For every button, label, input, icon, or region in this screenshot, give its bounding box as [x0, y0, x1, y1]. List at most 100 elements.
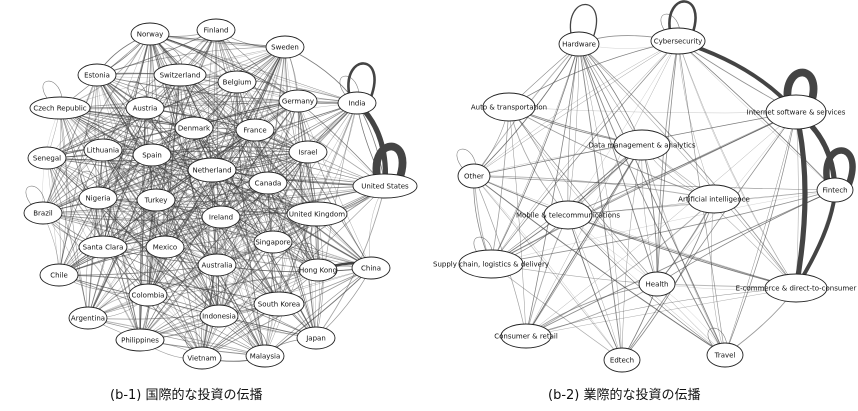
edge [59, 107, 104, 248]
node-label: Indonesia [202, 313, 236, 321]
edge [58, 154, 153, 276]
edge [724, 111, 797, 356]
heavy-edge [823, 147, 856, 188]
node-label: Cybersecurity [654, 38, 703, 46]
edge [87, 129, 256, 319]
node-senegal: Senegal [27, 146, 67, 170]
edge [58, 272, 280, 305]
edge [508, 106, 658, 285]
node-shape [125, 96, 165, 120]
caption-country-network: (b-1) 国際的な投資の伝播 [110, 388, 263, 403]
edge [97, 197, 220, 317]
node-e-commerce-direct-to-consumer: E-commerce & direct-to-consumer [736, 273, 856, 303]
edge [711, 198, 726, 356]
edge [525, 287, 797, 337]
node-israel: Israel [288, 140, 328, 164]
edge [201, 182, 269, 359]
edge [139, 102, 358, 341]
node-canada: Canada [248, 171, 288, 195]
edge [525, 189, 836, 337]
edge [490, 111, 797, 265]
edge [211, 169, 372, 269]
node-label: Chile [50, 272, 68, 280]
edge [42, 184, 386, 214]
edge [138, 154, 153, 341]
edge [218, 102, 358, 317]
self-loop-edge [25, 185, 46, 208]
edge [96, 74, 266, 357]
node-austria: Austria [125, 96, 165, 120]
edge [102, 46, 286, 248]
edge [96, 74, 213, 171]
edge [201, 129, 256, 359]
edge [490, 43, 580, 265]
edge [94, 74, 104, 248]
edge [473, 40, 679, 177]
edge [42, 212, 222, 221]
heavy-edge [569, 3, 598, 39]
edge [473, 175, 623, 361]
node-shape [68, 306, 108, 330]
edge [144, 100, 358, 109]
node-label: Canada [255, 180, 282, 188]
edge [147, 74, 182, 296]
edge [46, 157, 218, 266]
edge [96, 74, 100, 199]
edge [87, 107, 146, 319]
edge [264, 46, 286, 357]
node-mexico: Mexico [145, 235, 185, 259]
edge [525, 198, 715, 337]
edge [640, 144, 658, 285]
edge [46, 99, 299, 159]
edge [211, 169, 266, 357]
edge [677, 40, 836, 191]
edge [193, 127, 274, 243]
node-santa-clara: Santa Clara [78, 235, 128, 259]
node-germany: Germany [278, 89, 318, 113]
node-label: Travel [714, 352, 736, 360]
edge [46, 46, 286, 159]
node-sweden: Sweden [265, 35, 305, 59]
edge [46, 157, 218, 266]
node-united-kingdom: United Kingdom [286, 201, 348, 227]
self-loop-edge [127, 80, 148, 103]
edge [655, 40, 679, 285]
node-label: Japan [305, 335, 326, 343]
edge [567, 214, 797, 290]
edge [58, 107, 68, 276]
edge [42, 74, 98, 214]
node-australia: Australia [197, 253, 237, 277]
edge [578, 43, 726, 356]
edge [46, 150, 309, 161]
node-shape [816, 177, 854, 203]
node-japan: Japan [296, 326, 336, 350]
node-brazil: Brazil [23, 201, 63, 225]
self-loop-edge [201, 288, 222, 311]
node-shape [77, 63, 117, 87]
node-shape [558, 31, 600, 57]
edge [216, 46, 286, 266]
edge [621, 144, 643, 361]
node-label: Colombia [132, 292, 165, 300]
node-fintech: Fintech [816, 177, 854, 203]
edge [144, 107, 309, 153]
node-shape [39, 263, 79, 287]
node-shape [278, 89, 318, 113]
node-label: Other [464, 173, 484, 181]
node-shape [650, 27, 706, 55]
edge [641, 144, 726, 356]
node-shape [337, 91, 377, 115]
node-ireland: Ireland [201, 205, 241, 229]
node-shape [603, 347, 641, 373]
node-indonesia: Indonesia [199, 304, 239, 328]
edge [656, 40, 680, 285]
edge [87, 149, 105, 319]
edge [87, 316, 266, 357]
node-switzerland: Switzerland [153, 63, 207, 87]
self-loop-edge [237, 102, 258, 125]
edge [578, 43, 726, 356]
node-label: Nigeria [85, 195, 110, 203]
edge [567, 214, 623, 361]
edge [164, 246, 317, 339]
node-mobile-telecommunications: Mobile & telecommunications [516, 200, 620, 230]
